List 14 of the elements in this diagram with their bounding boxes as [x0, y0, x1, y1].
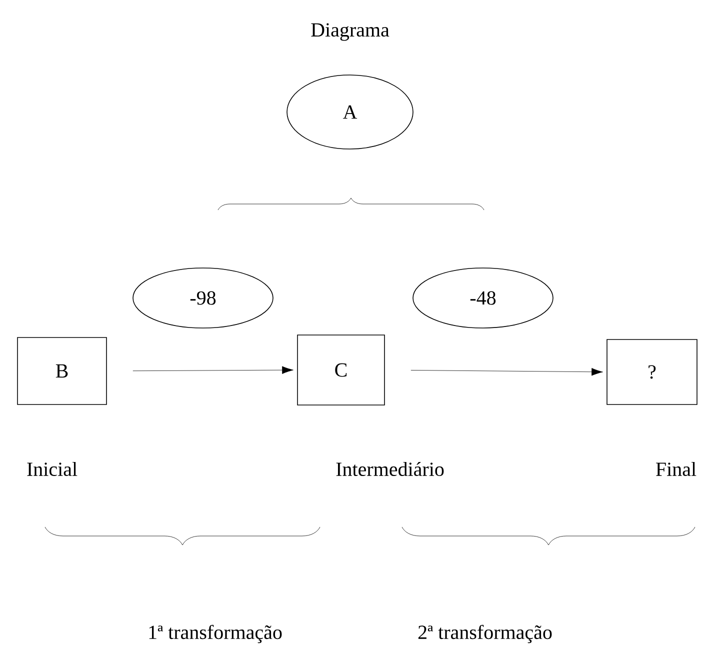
- stage-label: Final: [656, 462, 696, 476]
- box-node: B: [17, 337, 107, 405]
- arrow: [132, 366, 294, 374]
- transformation-label: 1ª transformação: [149, 624, 282, 644]
- box-node: C: [297, 334, 385, 406]
- transformation-label: 2ª transformação: [418, 624, 552, 644]
- oval-node: -98: [132, 268, 274, 328]
- box-node: ?: [606, 339, 698, 405]
- oval-node: A: [286, 74, 414, 150]
- arrow: [410, 368, 603, 376]
- oval-node: -48: [412, 268, 554, 328]
- title: Diagrama: [311, 23, 390, 41]
- stage-label: Inicial: [27, 462, 78, 476]
- stage-label: Intermediário: [336, 462, 444, 476]
